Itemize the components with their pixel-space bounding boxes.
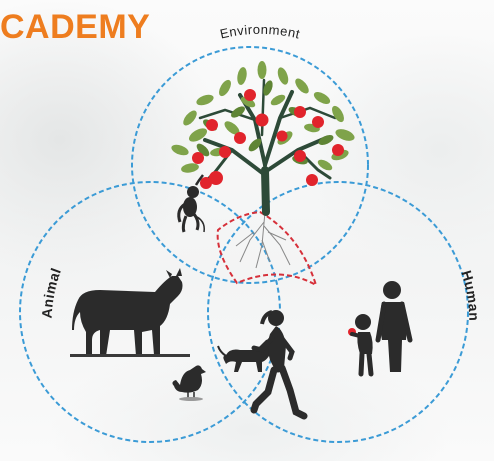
child-icon [348, 314, 374, 377]
apple-tree-icon [171, 61, 355, 269]
running-woman-icon [250, 310, 308, 420]
brand-title: CADEMY [0, 8, 151, 46]
environment-circle [131, 46, 369, 284]
human-circle [207, 181, 469, 443]
cow-icon [70, 268, 190, 357]
man-icon [375, 281, 413, 372]
environment-label: Environment [218, 22, 301, 42]
overlap-region [216, 210, 318, 288]
animal-label: Animal [39, 266, 65, 319]
monkey-icon [177, 174, 206, 233]
hen-icon [172, 365, 206, 401]
human-label: Human [458, 268, 482, 321]
